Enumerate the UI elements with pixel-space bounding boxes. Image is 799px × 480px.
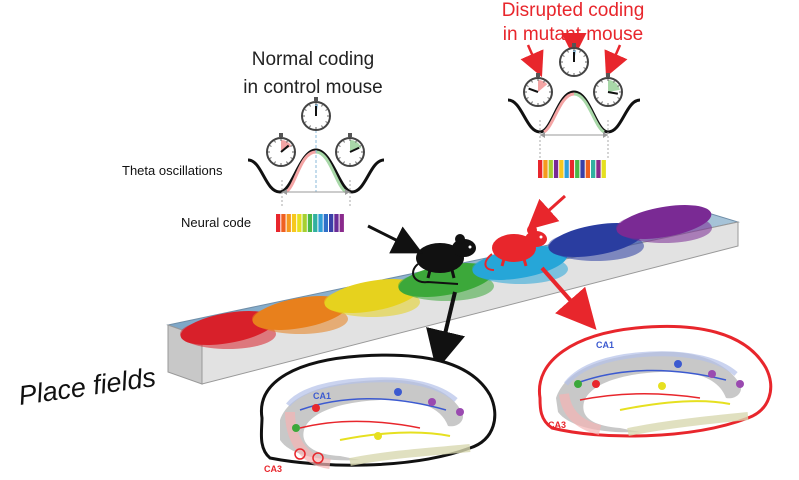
code-bar <box>291 214 297 232</box>
code-bar <box>313 214 318 232</box>
control-mouse-icon <box>412 234 476 285</box>
code-bar <box>553 160 559 178</box>
place-field <box>180 311 276 345</box>
stopwatch-dial-icon <box>559 43 589 77</box>
mutant-neural-code-bars <box>538 160 606 178</box>
stopwatch-dial-icon <box>335 133 365 167</box>
code-bar <box>323 214 328 232</box>
code-bar <box>318 214 323 232</box>
code-bar <box>543 160 548 178</box>
mutant-ca-band <box>556 351 742 433</box>
neural-code-label: Neural code <box>181 215 251 230</box>
control-neural-code-bars <box>276 214 344 232</box>
code-bar <box>559 160 564 178</box>
code-bar <box>302 214 307 232</box>
mutant-mouse-icon <box>484 225 547 271</box>
control-hippocampus-outline <box>259 353 497 467</box>
code-bar <box>297 214 302 232</box>
mutant-title-line2: in mutant mouse <box>503 24 643 45</box>
stopwatch-dial-icon <box>523 73 553 107</box>
place-field <box>616 205 712 239</box>
code-bar <box>276 214 281 232</box>
code-bar <box>564 160 569 178</box>
code-bar <box>575 160 580 178</box>
stopwatch-dial-icon <box>593 73 623 107</box>
code-bar <box>569 160 575 178</box>
code-bar <box>596 160 601 178</box>
code-bar <box>585 160 590 178</box>
code-bar <box>329 214 334 232</box>
arrow-mutant-right-clock <box>604 44 628 78</box>
code-bar <box>548 160 553 178</box>
mutant-hippocampus-outline <box>537 324 773 438</box>
arrow-code-to-mutant-mouse <box>527 194 567 231</box>
arrow-control-to-hippocampus <box>426 291 466 371</box>
place-fields-label: Place fields <box>17 362 158 411</box>
place-field <box>252 296 348 330</box>
code-bar <box>601 160 606 178</box>
code-bar <box>334 214 339 232</box>
place-field-ellipses <box>180 205 712 349</box>
code-bar <box>580 160 585 178</box>
control-ca1-label: CA1 <box>313 391 331 401</box>
place-field <box>398 263 494 297</box>
mutant-theta-panel <box>507 90 641 178</box>
control-title-line2: in control mouse <box>243 77 382 98</box>
stopwatch-dial-icon <box>266 133 296 167</box>
stopwatch-dial-icons <box>266 43 623 167</box>
arrow-mutant-left-clock <box>520 44 544 78</box>
code-bar <box>307 214 313 232</box>
code-bar <box>538 160 543 178</box>
code-bar <box>591 160 596 178</box>
control-theta-panel <box>247 130 385 232</box>
arrows <box>367 33 628 371</box>
control-ca-band <box>280 379 464 461</box>
stopwatch-dial-icon <box>301 97 331 131</box>
place-field <box>324 279 420 313</box>
code-bar <box>286 214 291 232</box>
arrow-code-to-control-mouse <box>367 224 423 254</box>
control-title-line1: Normal coding <box>252 49 375 70</box>
code-bar <box>339 214 344 232</box>
mutant-title-line1: Disrupted coding <box>502 0 645 21</box>
arrow-mutant-to-hippocampus <box>540 266 597 331</box>
control-hippocampus: CA1 CA3 <box>259 353 497 474</box>
mutant-ca1-label: CA1 <box>596 340 614 350</box>
mutant-ca3-label: CA3 <box>548 420 566 430</box>
theta-oscillations-label: Theta oscillations <box>122 163 223 178</box>
mutant-hippocampus: CA1 CA3 <box>537 324 773 438</box>
control-ca3-label: CA3 <box>264 464 282 474</box>
code-bar <box>281 214 286 232</box>
mutant-theta-wave <box>507 90 641 134</box>
